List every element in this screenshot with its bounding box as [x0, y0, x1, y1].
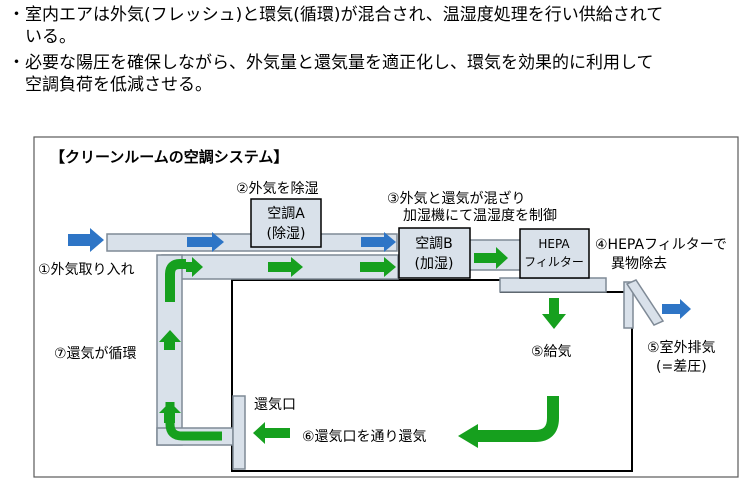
hepa-filter [519, 228, 590, 279]
diagram-title: 【クリーンルームの空調システム】 [50, 148, 288, 166]
exhaust-damper-flap [625, 279, 665, 326]
label-hepa-line1: ④HEPAフィルターで [595, 237, 727, 253]
unit-a-line2: (除湿) [267, 226, 306, 242]
exhaust-damper-fixed [623, 281, 634, 329]
label-mix-line1: ③外気と還気が混ざり [387, 190, 526, 207]
unit-b-line2: (加湿) [415, 256, 454, 272]
clean-room [231, 279, 633, 472]
supply-air-arrow [542, 298, 566, 329]
outside-air-inlet-arrow [68, 228, 104, 252]
bullet-marker: ・ [8, 5, 25, 25]
label-exhaust-line2: (=差圧) [656, 359, 707, 375]
label-supply-air: ⑤給気 [531, 344, 572, 360]
room-airflow-arrow-head [458, 424, 478, 448]
label-return-circulation: ⑦還気が循環 [54, 346, 137, 362]
bullet-2-line2: 空調負荷を低減させる。 [25, 75, 212, 95]
bullet-marker: ・ [8, 53, 25, 73]
bullet-1-line1: 室内エアは外気(フレッシュ)と環気(循環)が混合され、温湿度処理を行い供給されて [25, 5, 664, 25]
bullet-2-line1: 必要な陽圧を確保しながら、外気量と還気量を適正化し、環気を効果的に利用して [25, 53, 654, 73]
hepa-line2: フィルター [524, 255, 584, 269]
bullet-1-line2: いる。 [25, 27, 76, 47]
return-air-up-arrow [159, 330, 181, 350]
supply-plenum [499, 277, 607, 293]
label-dehumidify: ②外気を除湿 [236, 181, 319, 197]
return-air-to-port-arrow [253, 422, 290, 444]
unit-b-line1: 空調B [415, 236, 453, 252]
label-exhaust-line1: ⑤室外排気 [647, 339, 716, 356]
unit-a-line1: 空調A [267, 206, 305, 222]
return-air-flow-arrow [268, 257, 303, 277]
hepa-line1: HEPA [538, 237, 570, 251]
return-air-corner-arrow-bottom [165, 402, 222, 441]
bullet-1: ・室内エアは外気(フレッシュ)と環気(循環)が混合され、温湿度処理を行い供給され… [8, 4, 663, 48]
room-airflow-arrow-shaft [478, 396, 559, 442]
return-air-flow-arrow [186, 257, 203, 277]
outside-air-flow-arrow [187, 232, 224, 252]
label-mix-line2: 加湿機にて温湿度を制御 [403, 208, 557, 224]
label-return-port: 還気口 [254, 397, 296, 413]
return-air-flow-arrow [360, 257, 396, 277]
label-outside-air-intake: ①外気取り入れ [38, 262, 135, 278]
air-handler-a [250, 198, 322, 248]
mixed-air-arrow [474, 247, 508, 269]
return-air-corner-arrow-top [165, 259, 186, 302]
label-return-through-port: ⑥還気口を通り還気 [302, 429, 427, 445]
exhaust-arrow [662, 299, 691, 319]
bullet-2: ・必要な陽圧を確保しながら、外気量と還気量を適正化し、環気を効果的に利用して 空… [8, 52, 654, 96]
outside-air-flow-arrow [361, 232, 396, 252]
return-port [232, 395, 246, 470]
air-handler-b [398, 227, 471, 279]
diagram-frame [33, 136, 739, 478]
label-hepa-line2: 異物除去 [611, 256, 667, 272]
